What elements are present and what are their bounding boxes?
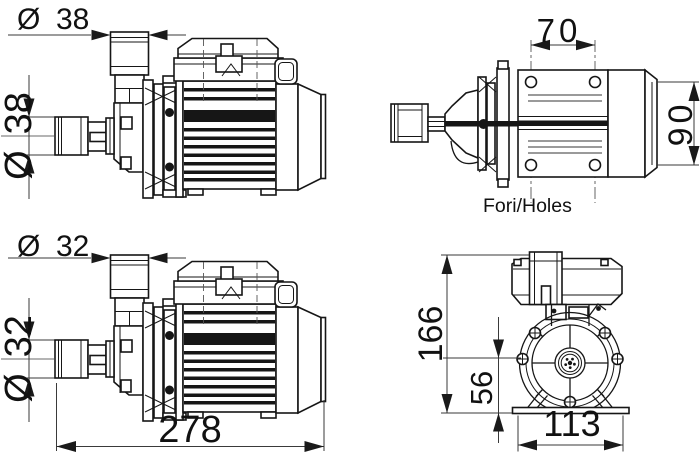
pump-face — [516, 311, 624, 415]
pump-casing-plan — [444, 88, 479, 165]
dim-inlet-diameter-32: Ø32 — [0, 315, 40, 403]
cable — [450, 140, 479, 165]
inlet-port-plan — [390, 103, 446, 143]
pump-feet — [511, 391, 630, 415]
mounting-hole — [524, 158, 538, 172]
dim-56-lines — [443, 317, 521, 443]
label-fori-holes: Fori/Holes — [483, 195, 572, 217]
mounting-hole — [588, 75, 602, 89]
view-top: 70 90 Fori/Holes — [390, 12, 700, 217]
pump-neck-front — [545, 303, 607, 326]
dim-70-lines — [531, 39, 595, 51]
pressure-switch-lever — [588, 303, 607, 317]
terminal-box-front — [511, 251, 623, 306]
dim-90-lines — [657, 81, 700, 166]
dim-base-width-113: 113 — [543, 403, 600, 444]
mounting-hole — [524, 75, 538, 89]
dim-278-lines — [56, 383, 325, 452]
dim-hole-row-90: 90 — [662, 101, 700, 147]
base-plate — [511, 406, 630, 415]
dim-overall-length-278: 278 — [158, 409, 221, 451]
dim-axis-height-56: 56 — [464, 371, 499, 405]
dim-overall-height-166: 166 — [412, 306, 450, 363]
dim-hole-spacing-70: 70 — [537, 12, 582, 49]
view-front: 166 56 113 — [412, 251, 630, 452]
motor-body-plan — [517, 69, 609, 178]
casing-bolts — [516, 326, 624, 409]
dim-166-lines — [441, 254, 529, 414]
flange-stack-plan — [445, 60, 518, 188]
mounting-hole — [588, 158, 602, 172]
casing-seam — [445, 121, 518, 127]
dim-113-lines — [517, 415, 624, 452]
dim-inlet-diameter-38: Ø38 — [0, 92, 40, 180]
motor-end-cap-plan — [607, 68, 658, 179]
shaft-hub — [554, 347, 586, 379]
